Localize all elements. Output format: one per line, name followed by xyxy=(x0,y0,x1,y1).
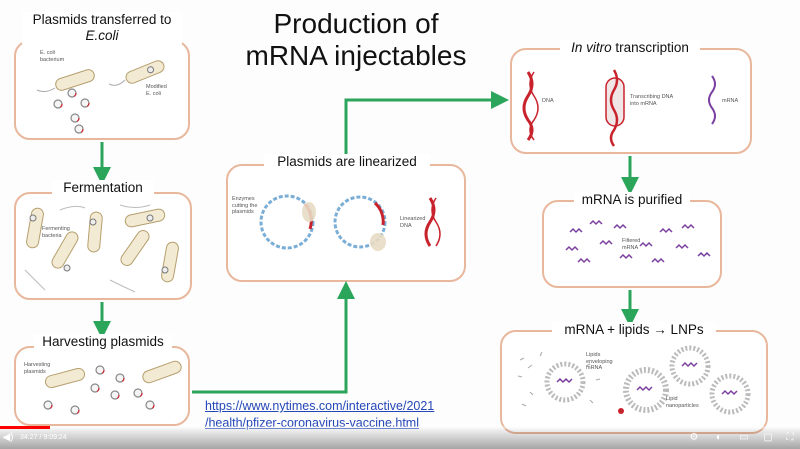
panel-harvesting xyxy=(14,346,190,426)
title-line-2: mRNA injectables xyxy=(245,40,467,71)
lnps-panel-title: mRNA + lipids → LNPs xyxy=(552,322,716,338)
linearized-illustration xyxy=(259,194,441,251)
caption-ecoli-bacterium: E. coli bacterium xyxy=(40,50,65,63)
player-controls xyxy=(0,426,800,449)
fermentation-illustration xyxy=(24,204,180,293)
title-line-1: Production of xyxy=(273,8,439,39)
caption-harvesting-plasmids: Harvesting plasmids xyxy=(24,362,51,375)
harvesting-illustration xyxy=(43,359,184,415)
transcription-title-rest: transcription xyxy=(611,40,689,55)
lnps-illustration xyxy=(517,345,751,415)
plasmids-title-line-1: Plasmids transferred to xyxy=(32,12,172,27)
progress-fill xyxy=(0,426,51,429)
plasmids-illustration xyxy=(36,58,167,134)
caption-lipid-nanoparticles: Lipid nanoparticles xyxy=(666,396,699,409)
flow-arrows xyxy=(93,91,639,394)
caption-modified-ecoli: Modified E. coli xyxy=(146,84,167,97)
caption-lipids-enveloping: Lipids enveloping mRNA xyxy=(586,352,613,371)
purified-panel-title: mRNA is purified xyxy=(574,192,690,208)
arrow-harvesting-to-linearized xyxy=(192,281,355,394)
caption-enzymes-cutting: Enzymes cutting the plasmids xyxy=(232,196,258,215)
transcription-title-italic: In vitro xyxy=(571,40,612,55)
plasmids-title-line-2: E.coli xyxy=(85,28,119,43)
caption-dna: DNA xyxy=(542,98,554,104)
settings-gear-icon[interactable]: ⚙ xyxy=(689,432,699,443)
source-link[interactable]: https://www.nytimes.com/interactive/2021… xyxy=(205,398,434,432)
fullscreen-icon[interactable]: ⛶ xyxy=(786,432,794,443)
arrow-linearized-to-transcription xyxy=(344,91,509,162)
plasmids-panel-title: Plasmids transferred to E.coli xyxy=(22,12,182,44)
caption-fermenting-bacteria: Fermenting bacteria xyxy=(42,226,70,239)
source-link-line-1[interactable]: https://www.nytimes.com/interactive/2021 xyxy=(205,399,435,413)
theater-mode-icon[interactable]: ▢ xyxy=(763,432,773,443)
panel-plasmids xyxy=(14,40,190,140)
slide-title: Production of mRNA injectables xyxy=(236,8,476,72)
caption-mrna: mRNA xyxy=(722,98,739,104)
caption-transcribing: Transcribing DNA into mRNA xyxy=(630,94,673,107)
autoplay-toggle-icon[interactable]: ◐ xyxy=(715,432,723,443)
time-display: 34:27 / 9:09:24 xyxy=(20,434,67,441)
caption-filtered-mrna: Filtered mRNA xyxy=(622,238,641,251)
progress-bar[interactable] xyxy=(0,426,800,429)
linearized-panel-title: Plasmids are linearized xyxy=(264,154,430,170)
panel-purified xyxy=(542,200,722,288)
harvesting-panel-title: Harvesting plasmids xyxy=(34,334,172,350)
source-link-line-2[interactable]: /health/pfizer-coronavirus-vaccine.html xyxy=(205,416,419,430)
caption-linearized-dna: Linearized DNA xyxy=(400,216,426,229)
fermentation-panel-title: Fermentation xyxy=(52,180,154,196)
transcription-illustration xyxy=(522,69,716,147)
transcription-panel-title: In vitro transcription xyxy=(560,40,700,56)
miniplayer-icon[interactable]: ▭ xyxy=(739,432,749,443)
purified-illustration xyxy=(565,219,711,264)
volume-icon[interactable]: ◀) xyxy=(2,432,14,443)
